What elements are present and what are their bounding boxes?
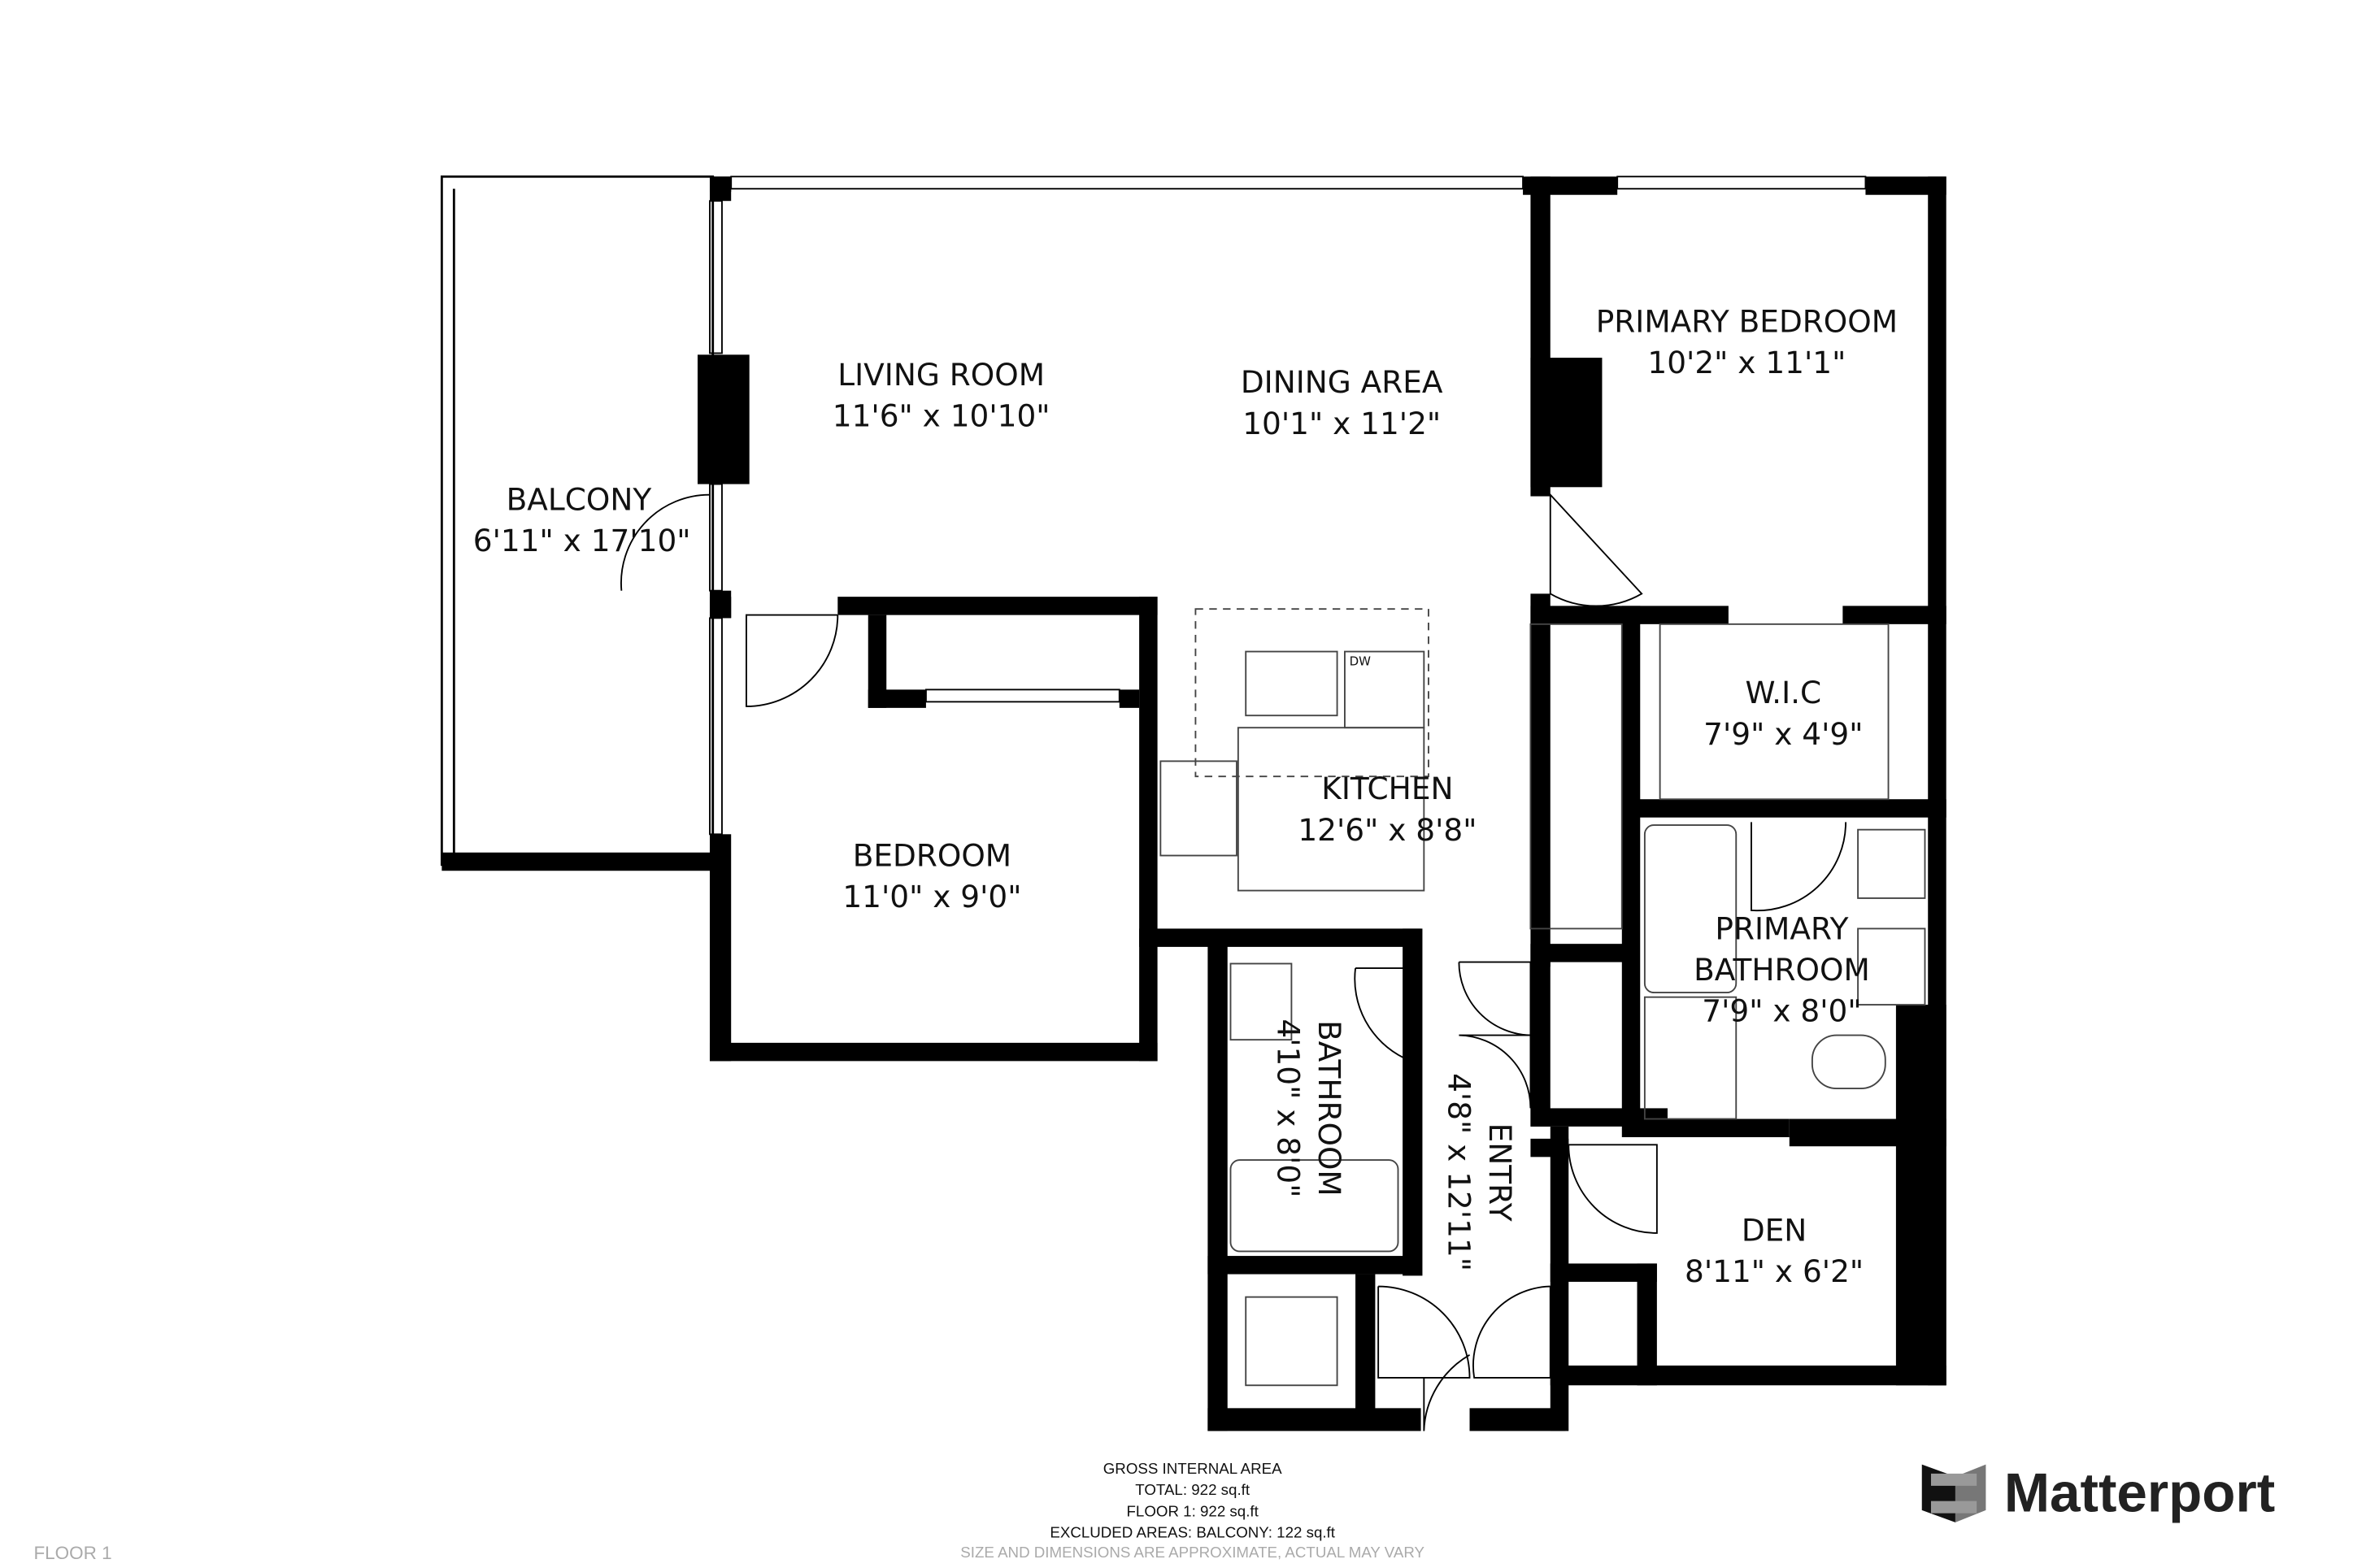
primary-bedroom-dim: 10'2" x 11'1" (1647, 345, 1846, 380)
living-name: LIVING ROOM (837, 357, 1045, 393)
bedroom-dim: 11'0" x 9'0" (842, 879, 1021, 914)
dishwasher-label: DW (1350, 654, 1372, 668)
matterport-logo: Matterport (1921, 1463, 2275, 1524)
room-labels: BALCONY 6'11" x 17'10" LIVING ROOM 11'6"… (473, 303, 1898, 1289)
wic-dim: 7'9" x 4'9" (1703, 716, 1863, 752)
wic-name: W.I.C (1745, 675, 1821, 710)
area-excluded: EXCLUDED AREAS: BALCONY: 122 sq.ft (1050, 1524, 1335, 1541)
entry-name: ENTRY (1482, 1123, 1518, 1222)
fixtures (1159, 608, 1926, 1387)
area-note: SIZE AND DIMENSIONS ARE APPROXIMATE, ACT… (960, 1544, 1424, 1561)
matterport-logo-icon (1921, 1464, 1986, 1522)
balcony-name: BALCONY (507, 481, 652, 517)
kitchen-dim: 12'6" x 8'8" (1298, 812, 1477, 848)
bathroom-dim: 4'10" x 8'0" (1271, 1019, 1307, 1197)
primary-bathroom-dim: 7'9" x 8'0" (1702, 993, 1861, 1029)
floor-label: FLOOR 1 (33, 1543, 111, 1563)
windows (709, 176, 1867, 836)
balcony (440, 175, 715, 867)
bathroom-name: BATHROOM (1311, 1020, 1347, 1197)
area-floor1: FLOOR 1: 922 sq.ft (1127, 1502, 1259, 1519)
area-total: TOTAL: 922 sq.ft (1135, 1481, 1250, 1498)
walls (441, 176, 1946, 1431)
primary-bathroom-name-2: BATHROOM (1694, 952, 1870, 988)
primary-bedroom-name: PRIMARY BEDROOM (1596, 303, 1898, 339)
area-title: GROSS INTERNAL AREA (1103, 1460, 1282, 1477)
doors[interactable] (620, 493, 1847, 1431)
living-dim: 11'6" x 10'10" (833, 397, 1050, 433)
brand-name: Matterport (2004, 1463, 2275, 1524)
den-dim: 8'11" x 6'2" (1685, 1253, 1864, 1289)
bedroom-name: BEDROOM (853, 838, 1011, 874)
dining-name: DINING AREA (1241, 364, 1443, 400)
area-summary: GROSS INTERNAL AREA TOTAL: 922 sq.ft FLO… (960, 1460, 1424, 1561)
balcony-dim: 6'11" x 17'10" (473, 523, 691, 558)
primary-bathroom-name-1: PRIMARY (1715, 911, 1848, 947)
den-name: DEN (1742, 1212, 1807, 1248)
entry-dim: 4'8" x 12'11" (1441, 1073, 1477, 1271)
dining-dim: 10'1" x 11'2" (1242, 406, 1441, 441)
kitchen-name: KITCHEN (1321, 771, 1453, 806)
